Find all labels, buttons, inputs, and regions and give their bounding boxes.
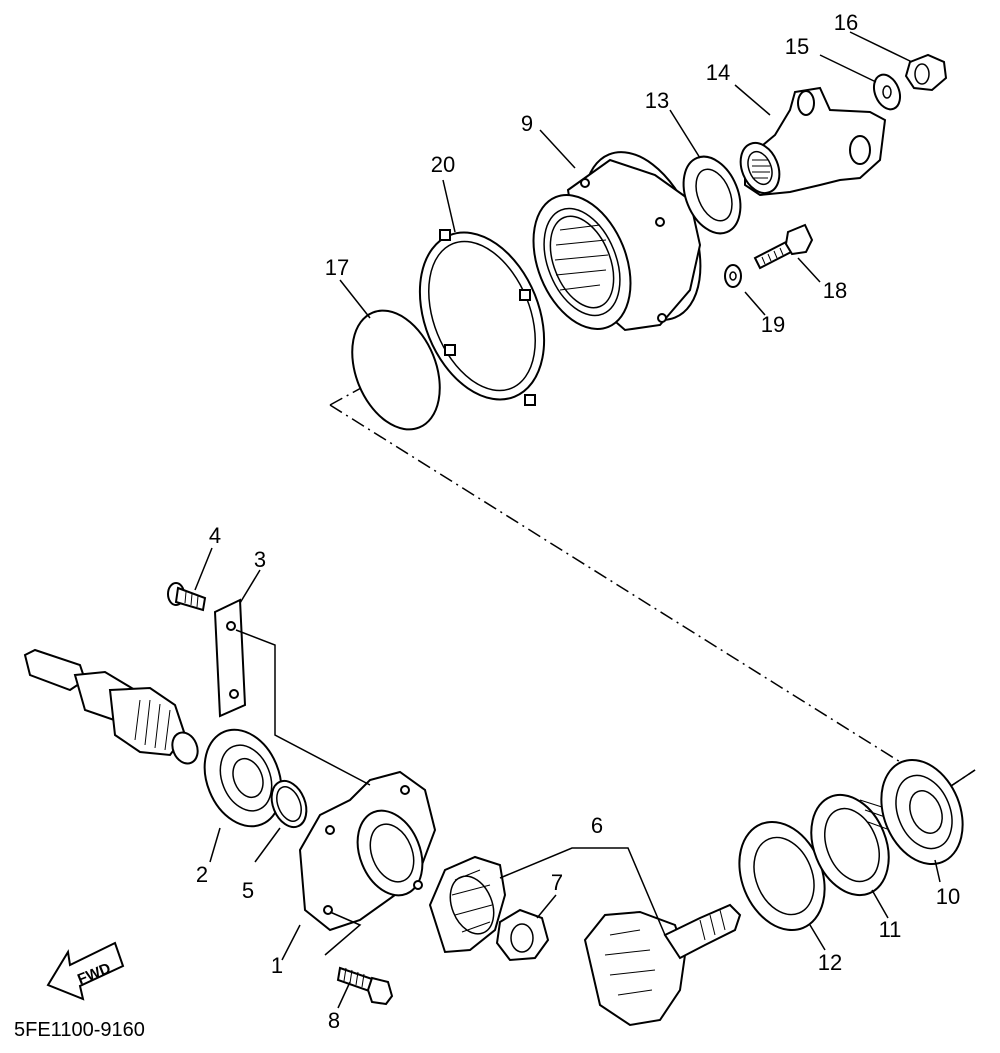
label-1: 1 [271, 953, 283, 978]
part-5-shim [270, 779, 308, 829]
part-1-bearing-retainer [298, 770, 437, 932]
label-2: 2 [196, 862, 208, 887]
label-16: 16 [834, 10, 858, 35]
part-14-universal-joint-yoke [739, 86, 887, 197]
part-18-bolt [753, 223, 814, 270]
part-16-nut [904, 53, 948, 92]
label-3: 3 [254, 547, 266, 572]
assembly-guide-line [329, 381, 976, 791]
diagram-code: 5FE1100-9160 [14, 1019, 145, 1041]
label-7: 7 [551, 870, 563, 895]
label-15: 15 [785, 34, 809, 59]
label-20: 20 [431, 152, 455, 177]
part-6-bevel-gear-set [428, 855, 742, 1027]
label-14: 14 [706, 60, 730, 85]
part-4-screw [167, 582, 207, 612]
part-9-bearing-housing [532, 151, 702, 332]
part-20-gasket [418, 229, 546, 406]
label-6: 6 [591, 813, 603, 838]
part-13-oil-seal [682, 155, 742, 235]
part-7-nut [495, 908, 550, 962]
label-12: 12 [818, 950, 842, 975]
part-8-bolt [336, 966, 394, 1006]
label-9: 9 [521, 111, 533, 136]
label-18: 18 [823, 278, 847, 303]
label-10: 10 [936, 884, 960, 909]
part-19-lock-washer [724, 264, 742, 288]
label-4: 4 [209, 523, 221, 548]
label-17: 17 [325, 255, 349, 280]
label-5: 5 [242, 878, 254, 903]
part-number-labels: 16 15 14 13 9 20 17 18 19 4 3 2 5 6 7 1 … [196, 10, 960, 1033]
part-11-ring-nut [810, 793, 891, 897]
label-19: 19 [761, 312, 785, 337]
label-13: 13 [645, 88, 669, 113]
fwd-direction-arrow: FWD [46, 941, 125, 1001]
part-17-cover-plate [351, 309, 441, 431]
leader-lines [194, 31, 941, 1009]
part-3-plate [213, 598, 247, 718]
part-10-bearing [880, 758, 964, 866]
label-8: 8 [328, 1008, 340, 1033]
part-2-bearing [203, 728, 283, 828]
drive-shaft [23, 648, 199, 765]
part-15-washer [872, 73, 902, 111]
label-11: 11 [879, 917, 902, 942]
